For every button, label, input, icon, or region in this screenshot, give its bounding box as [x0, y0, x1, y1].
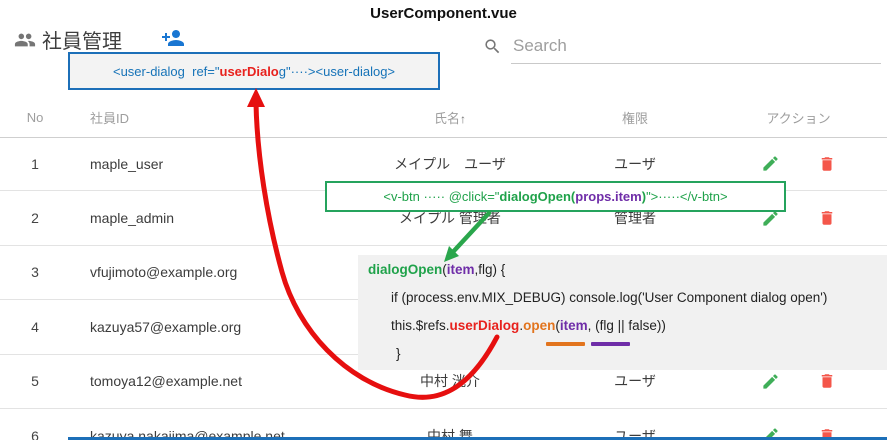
cell-role: ユーザ	[614, 155, 656, 172]
cell-actions	[710, 209, 887, 228]
open-underline-mark	[546, 342, 585, 346]
page-title: 社員管理	[42, 31, 122, 53]
cell-role: ユーザ	[614, 373, 656, 390]
dialog-open-code-block: dialogOpen(item,flg) { if (process.env.M…	[358, 255, 887, 370]
column-header-role: 権限	[621, 110, 648, 126]
pencil-icon	[761, 374, 780, 394]
cutoff-annotation-border	[68, 437, 887, 440]
v-btn-annotation: <v-btn ····· @click="dialogOpen(props.it…	[325, 181, 786, 212]
item-underline-mark	[591, 342, 630, 346]
cell-name: 中村 舞	[427, 427, 473, 440]
trash-icon	[818, 211, 836, 230]
column-header-no: No	[26, 109, 44, 125]
sort-asc-icon: ↑	[460, 111, 466, 126]
cell-employee-id: maple_admin	[90, 210, 175, 227]
cell-no: 1	[31, 155, 39, 172]
search-icon	[483, 37, 502, 61]
code-line: this.$refs.userDialog.open(item, (flg ||…	[391, 318, 666, 333]
edit-button[interactable]	[761, 209, 780, 228]
table-header: No 社員ID 氏名↑ 権限 アクション	[0, 97, 887, 138]
pencil-icon	[761, 210, 780, 231]
cell-actions	[710, 154, 887, 173]
cell-employee-id: kazuya.nakajima@example.net	[90, 427, 285, 440]
trash-icon	[818, 374, 836, 393]
edit-button[interactable]	[761, 154, 780, 173]
cell-role: ユーザ	[614, 427, 656, 440]
cell-employee-id: tomoya12@example.net	[90, 373, 242, 390]
delete-button[interactable]	[818, 372, 836, 391]
cell-role: 管理者	[614, 210, 656, 227]
add-user-button[interactable]	[161, 26, 185, 53]
cell-no: 3	[31, 264, 39, 281]
cell-name: 中村 洸介	[420, 373, 480, 390]
code-line: dialogOpen(item,flg) {	[368, 262, 506, 277]
column-header-id: 社員ID	[90, 110, 130, 126]
cell-no: 2	[31, 210, 39, 227]
cell-employee-id: vfujimoto@example.org	[90, 264, 238, 281]
delete-button[interactable]	[818, 154, 836, 173]
cell-no: 6	[31, 427, 39, 440]
delete-button[interactable]	[818, 209, 836, 228]
cell-no: 5	[31, 373, 39, 390]
column-header-actions: アクション	[766, 110, 831, 126]
edit-button[interactable]	[761, 372, 780, 391]
table-row: 6 kazuya.nakajima@example.net 中村 舞 ユーザ	[0, 409, 887, 440]
cell-employee-id: kazuya57@example.org	[90, 318, 242, 335]
trash-icon	[818, 156, 836, 176]
cell-actions	[710, 372, 887, 391]
cell-name: メイプル ユーザ	[394, 155, 506, 172]
cell-no: 4	[31, 318, 39, 335]
component-title: UserComponent.vue	[370, 5, 517, 22]
pencil-icon	[761, 156, 780, 176]
person-add-icon	[161, 30, 185, 53]
people-icon	[14, 29, 36, 56]
code-line: }	[396, 346, 401, 361]
column-header-name[interactable]: 氏名↑	[433, 110, 466, 126]
cell-employee-id: maple_user	[90, 155, 164, 172]
code-line: if (process.env.MIX_DEBUG) console.log('…	[391, 290, 828, 305]
search-input[interactable]	[511, 34, 881, 64]
